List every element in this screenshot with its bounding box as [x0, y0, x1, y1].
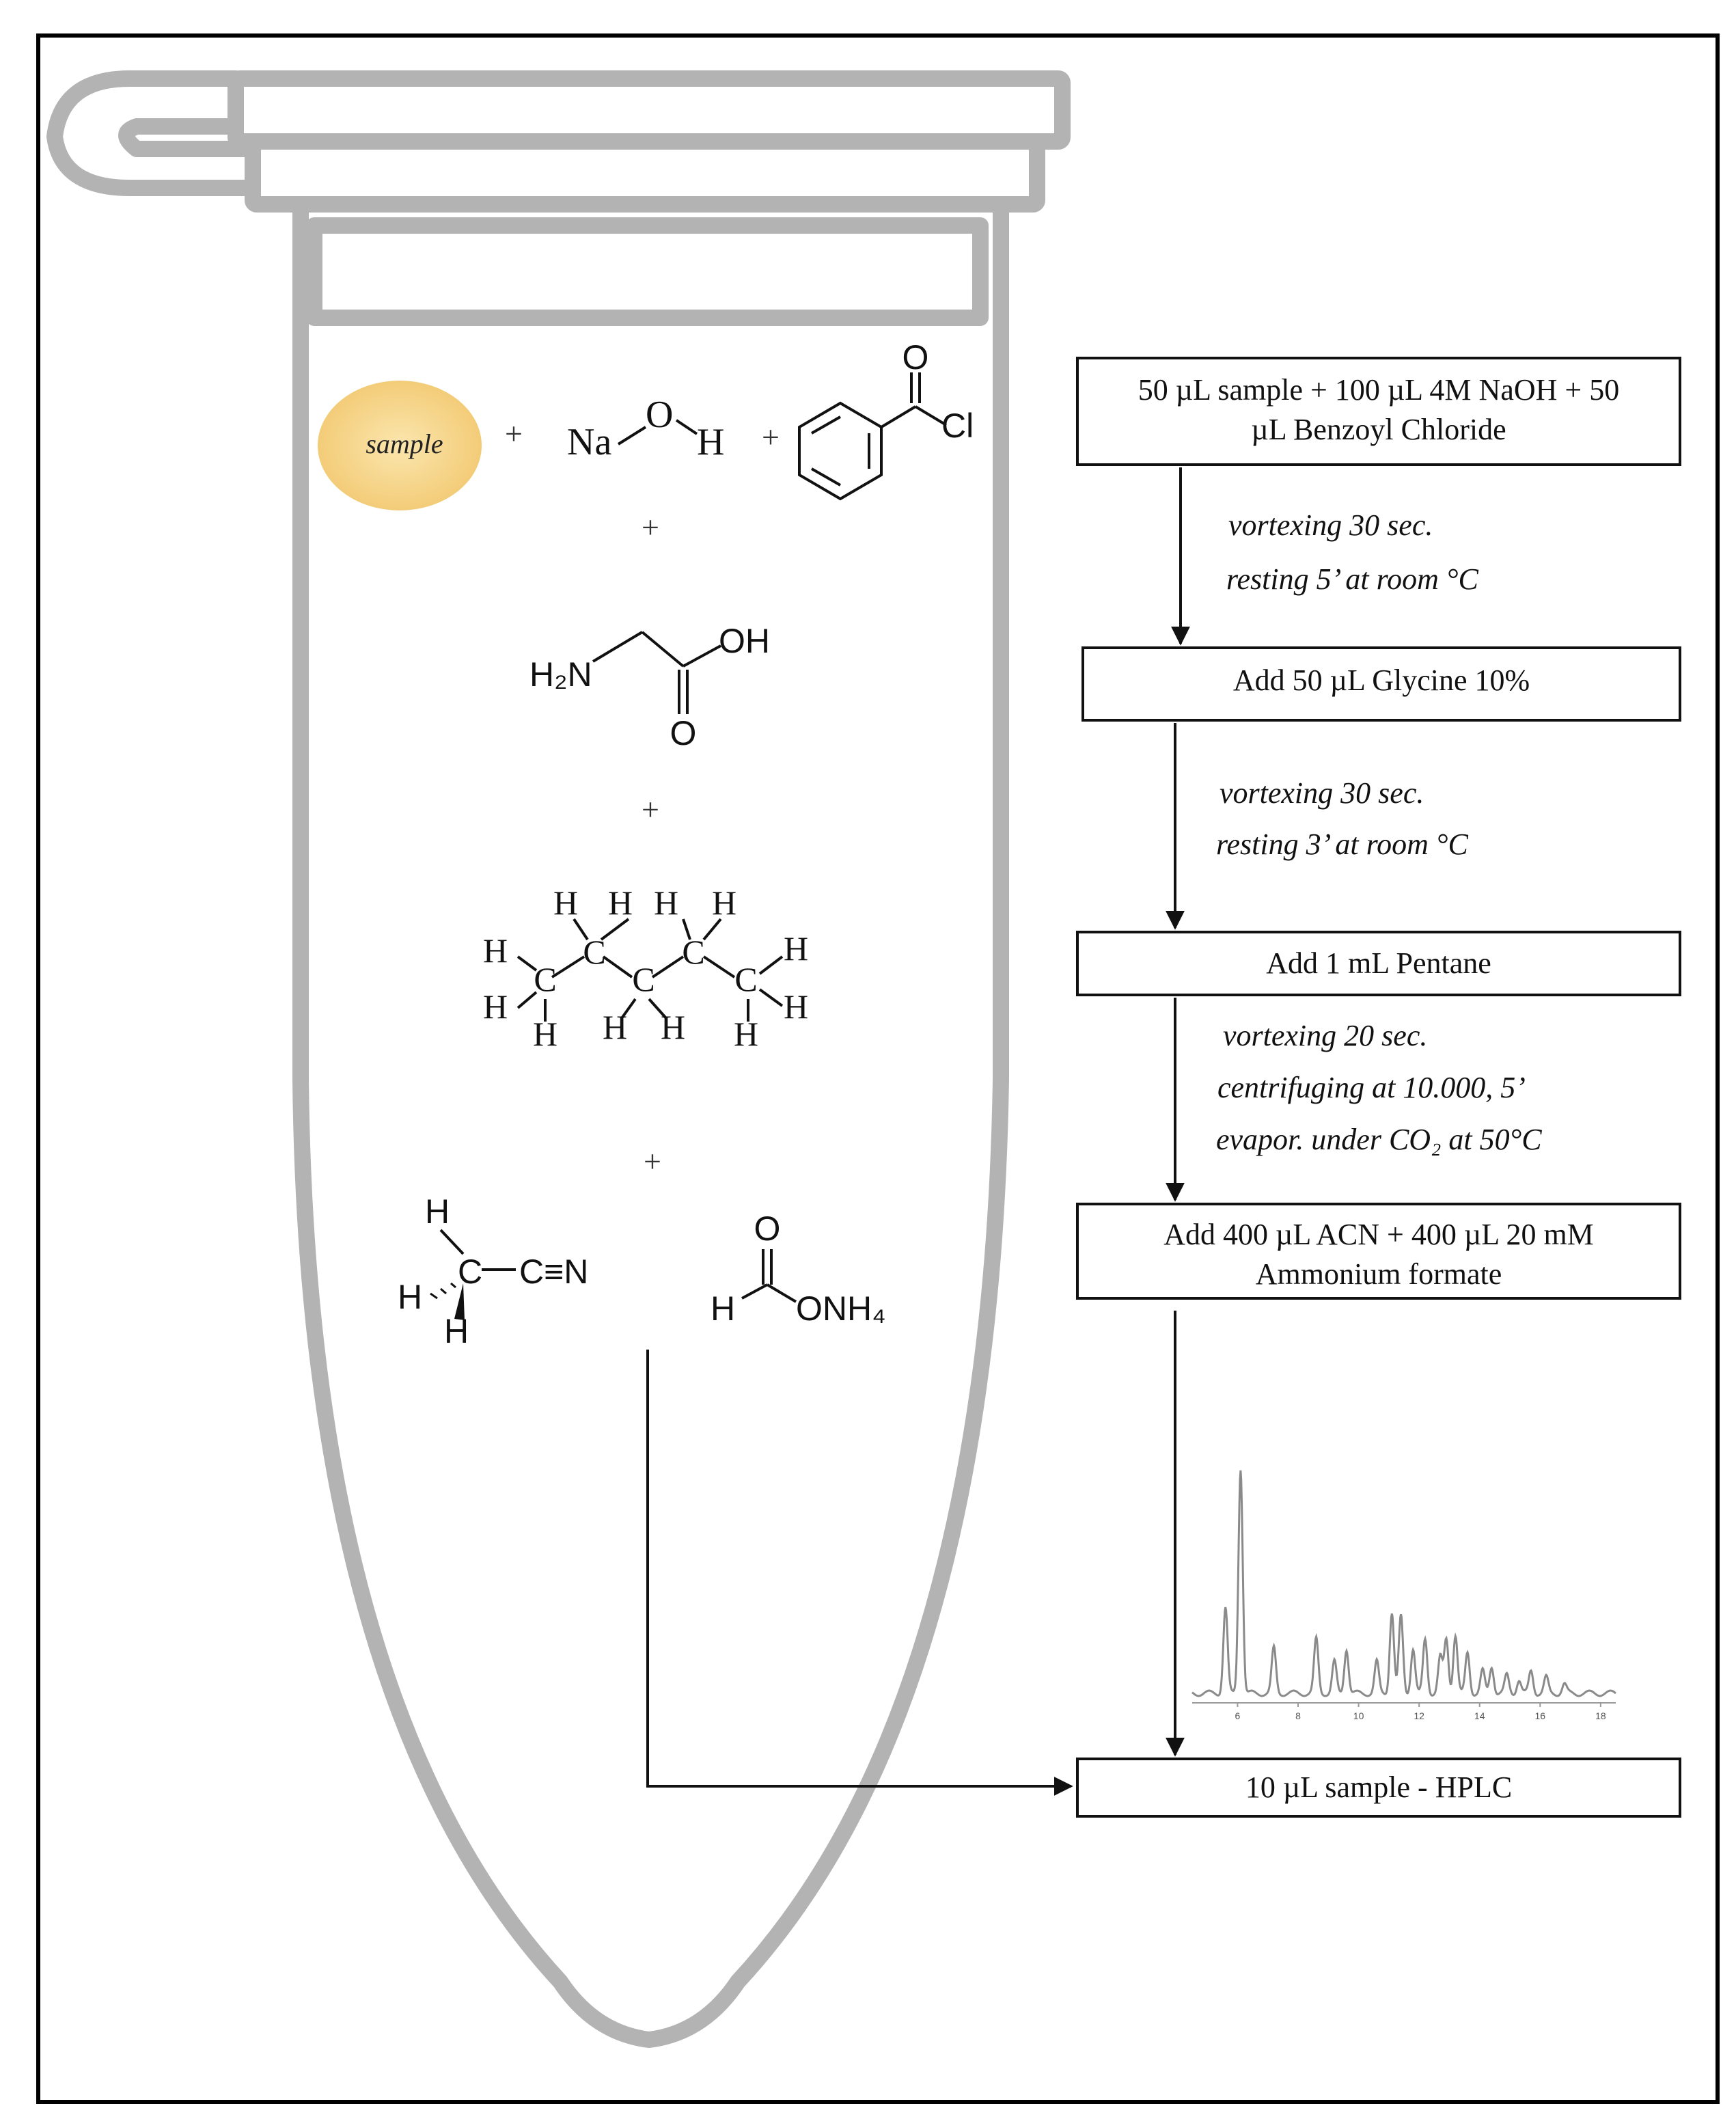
- note-1-line-2: resting 5’ at room °C: [1226, 562, 1478, 596]
- chromatogram-tick-label: 12: [1414, 1710, 1424, 1721]
- pentane-h: H: [533, 1015, 557, 1053]
- outer-frame: [36, 33, 1720, 2104]
- glycine-h2n: H₂N: [529, 655, 592, 694]
- step-1-line-2: µL Benzoyl Chloride: [1251, 413, 1506, 446]
- note-2-line-2: resting 3’ at room °C: [1216, 828, 1468, 861]
- plus-sign: +: [762, 420, 780, 454]
- note-2-line-1: vortexing 30 sec.: [1220, 776, 1424, 810]
- pentane-c: C: [682, 933, 704, 971]
- chromatogram-tick-label: 14: [1474, 1710, 1485, 1721]
- step-2-line-1: Add 50 µL Glycine 10%: [1233, 664, 1530, 697]
- plus-sign: +: [505, 416, 523, 451]
- step-5-line-1: 10 µL sample - HPLC: [1245, 1771, 1512, 1804]
- formate-onh4: ONH₄: [796, 1289, 886, 1328]
- note-3-line-2: centrifuging at 10.000, 5’: [1217, 1071, 1526, 1104]
- glycine-o: O: [670, 714, 697, 752]
- pentane-h: H: [784, 929, 808, 968]
- note-1-line-1: vortexing 30 sec.: [1228, 508, 1433, 542]
- hplc-chromatogram: 6 8 10 12 14 16 18: [1191, 1470, 1616, 1721]
- chromatogram-trace: [1191, 1470, 1616, 1697]
- plus-sign: +: [644, 1144, 661, 1179]
- naoh-h: H: [697, 421, 724, 463]
- plus-sign: +: [642, 510, 659, 545]
- step-box-1: [1076, 357, 1681, 466]
- tube-cap-ring-top: [228, 70, 1071, 150]
- acetonitrile-h: H: [398, 1278, 422, 1316]
- sample-blob: [318, 381, 482, 510]
- formate-h: H: [711, 1289, 735, 1328]
- pentane-h: H: [712, 884, 736, 922]
- tube-lid-hinge-inner: [118, 118, 254, 157]
- acetonitrile-structure: H C C≡N H H: [398, 1192, 588, 1350]
- step-box-5: [1076, 1758, 1681, 1818]
- naoh-na: Na: [567, 421, 611, 463]
- pentane-c: C: [534, 960, 556, 998]
- sample-label: sample: [366, 428, 443, 459]
- glycine-oh: OH: [719, 622, 770, 660]
- formate-o: O: [754, 1209, 781, 1248]
- plus-sign: +: [642, 792, 659, 827]
- chromatogram-tick-label: 16: [1534, 1710, 1545, 1721]
- pentane-h: H: [661, 1008, 685, 1046]
- benzoyl-chloride-structure: [798, 372, 948, 501]
- pentane-h: H: [553, 884, 578, 922]
- step-1-line-1: 50 µL sample + 100 µL 4M NaOH + 50: [1138, 373, 1619, 407]
- workflow: 50 µL sample + 100 µL 4M NaOH + 50 µL Be…: [1076, 357, 1681, 1818]
- naoh-structure: Na O H: [567, 394, 724, 463]
- pentane-h: H: [608, 884, 633, 922]
- pentane-h: H: [483, 987, 508, 1026]
- pentane-structure: C C C C C H H H H H H H H H H H H: [483, 884, 808, 1053]
- pentane-h: H: [483, 931, 508, 970]
- benzoyl-o: O: [903, 338, 929, 377]
- step-4-line-1: Add 400 µL ACN + 400 µL 20 mM: [1163, 1218, 1594, 1251]
- tube-neck-band: [306, 217, 989, 326]
- step-box-3: [1076, 931, 1681, 996]
- note-3-line-1: vortexing 20 sec.: [1223, 1019, 1427, 1052]
- acetonitrile-cn: C≡N: [519, 1253, 588, 1291]
- pentane-h: H: [784, 987, 808, 1026]
- pentane-h: H: [603, 1008, 627, 1046]
- pentane-c: C: [734, 960, 757, 998]
- benzoyl-cl: Cl: [941, 407, 974, 445]
- step-3-line-1: Add 1 mL Pentane: [1266, 946, 1491, 980]
- pentane-h: H: [654, 884, 678, 922]
- acetonitrile-c: C: [458, 1253, 482, 1291]
- chromatogram-tick-label: 18: [1595, 1710, 1606, 1721]
- step-box-2: [1081, 646, 1681, 722]
- chromatogram-tick-label: 10: [1353, 1710, 1364, 1721]
- microcentrifuge-tube: [46, 70, 1071, 2048]
- tube-to-hplc-connector: [646, 1350, 1073, 1796]
- ammonium-formate-structure: O H ONH₄: [711, 1209, 886, 1328]
- tube-cap-ring-bottom: [245, 133, 1045, 213]
- naoh-o: O: [646, 394, 673, 436]
- chromatogram-tick-label: 8: [1295, 1710, 1301, 1721]
- glycine-structure: H₂N OH O: [529, 622, 770, 752]
- note-3-line-3: evapor. under CO₂ at 50°C: [1216, 1123, 1542, 1156]
- tube-lid-hinge: [46, 70, 261, 196]
- tube-body: [292, 204, 1009, 2048]
- step-4-line-2: Ammonium formate: [1256, 1257, 1502, 1291]
- pentane-h: H: [734, 1015, 758, 1053]
- chromatogram-tick-label: 6: [1235, 1710, 1241, 1721]
- pentane-c: C: [583, 933, 605, 971]
- pentane-c: C: [632, 960, 655, 998]
- step-box-4: [1076, 1203, 1681, 1300]
- acetonitrile-h: H: [444, 1312, 469, 1350]
- acetonitrile-h: H: [425, 1192, 450, 1231]
